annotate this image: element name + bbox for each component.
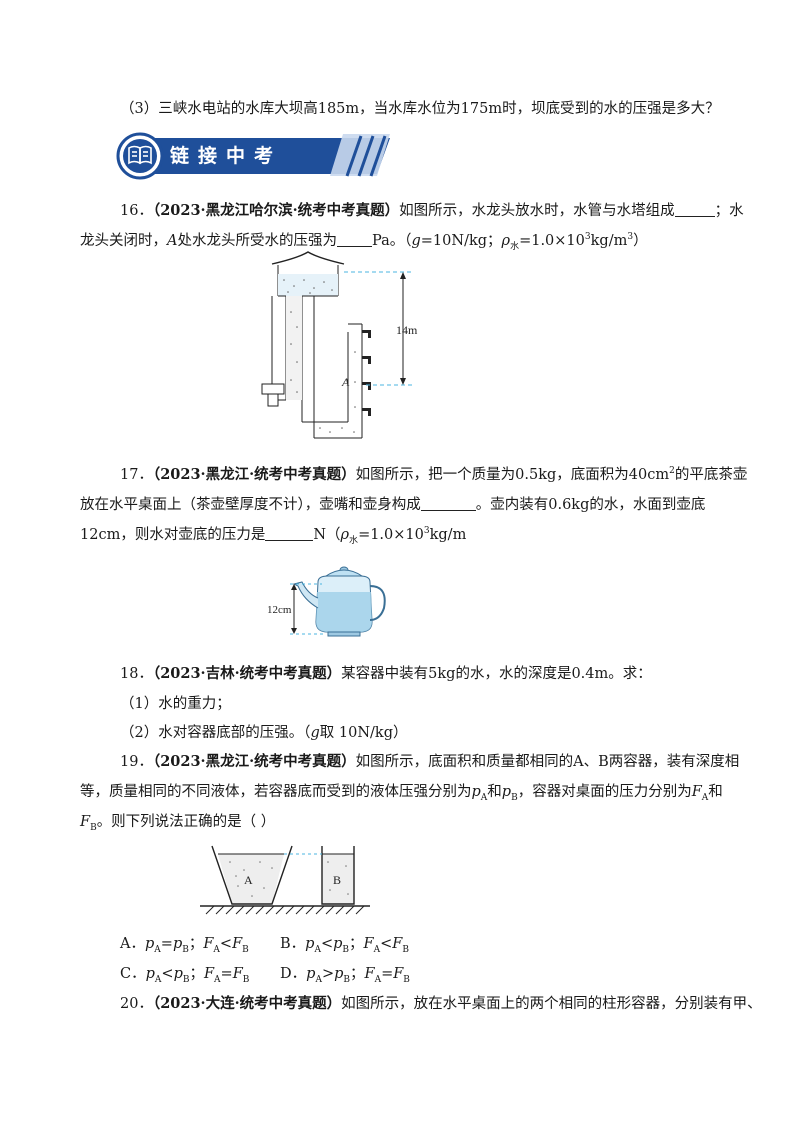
- q18-line1: 18．（2023·吉林·统考中考真题）某容器中装有5kg的水，水的深度是0.4m…: [120, 665, 652, 682]
- q19-option-d[interactable]: D．pA>pB；FA=FB: [280, 966, 410, 985]
- water-tower-figure: 14m A: [261, 251, 418, 439]
- q17-line1: 17．（2023·黑龙江·统考中考真题）如图所示，把一个质量为0.5kg，底面积…: [120, 466, 748, 483]
- q19-line1: 19．（2023·黑龙江·统考中考真题）如图所示，底面积和质量都相同的A、B两容…: [120, 753, 740, 770]
- container-a-label: A: [244, 873, 253, 887]
- q16-line1: 16．（2023·黑龙江哈尔滨·统考中考真题）如图所示，水龙头放水时，水管与水塔…: [120, 202, 744, 219]
- banner-title: 链接中考: [170, 145, 283, 167]
- teapot-depth-label: 12cm: [267, 604, 292, 616]
- container-b-label: B: [333, 873, 341, 887]
- teapot-figure: 12cm: [267, 566, 386, 637]
- q19-option-a[interactable]: A．pA=pB；FA<FB: [120, 936, 249, 955]
- q17-line2: 放在水平桌面上（茶壶壁厚度不计），壶嘴和壶身构成。壶内装有0.6kg的水，水面到…: [80, 497, 706, 513]
- containers-figure: A B: [200, 845, 370, 915]
- q19-line2: 等，质量相同的不同液体，若容器底而受到的液体压强分别为pA和pB，容器对桌面的压…: [80, 784, 723, 803]
- q18-part1: （1）水的重力；: [120, 696, 231, 712]
- q19-line3: FB。则下列说法正确的是（ ）: [80, 814, 276, 833]
- q15-part3: （3）三峡水电站的水库大坝高185m，当水库水位为175m时，坝底受到的水的压强…: [120, 101, 720, 117]
- q18-part2: （2）水对容器底部的压强。（g取 10N/kg）: [120, 725, 408, 741]
- q19-option-c[interactable]: C．pA<pB；FA=FB: [120, 966, 250, 985]
- tower-point-a-label: A: [341, 375, 350, 389]
- q20-line1: 20．（2023·大连·统考中考真题）如图所示，放在水平桌面上的两个相同的柱形容…: [120, 995, 762, 1012]
- q19-option-b[interactable]: B．pA<pB；FA<FB: [280, 936, 409, 955]
- section-banner: [116, 132, 390, 180]
- book-icon: [128, 145, 152, 165]
- tower-height-label: 14m: [396, 323, 418, 337]
